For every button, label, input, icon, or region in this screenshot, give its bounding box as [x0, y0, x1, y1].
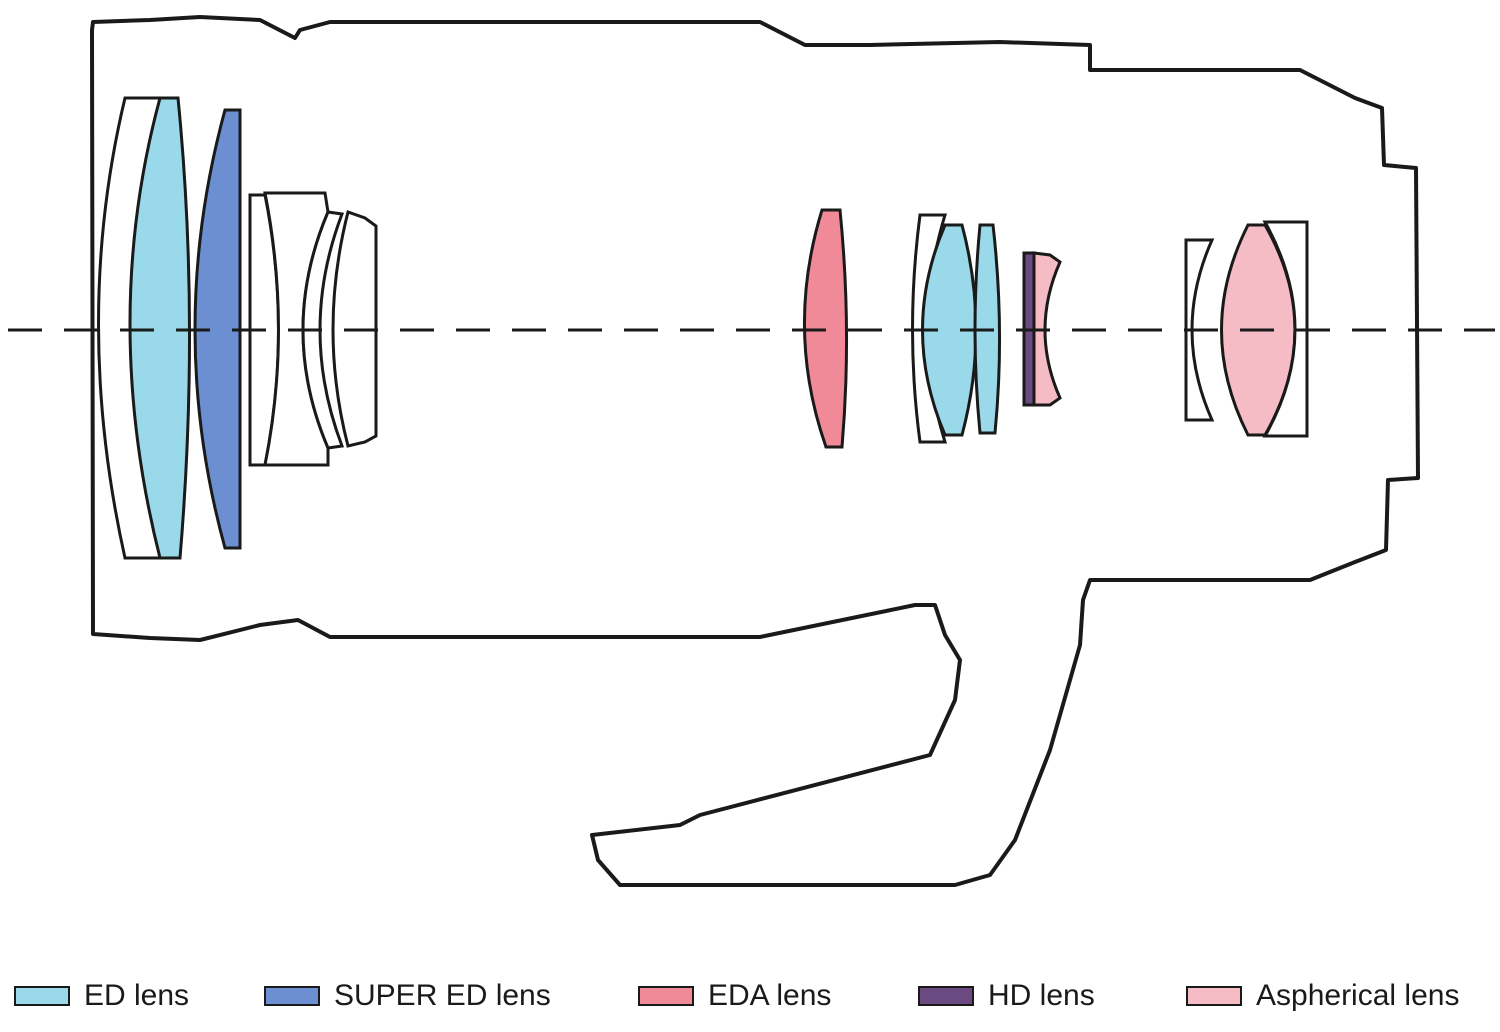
lens-barrel-outline	[90, 15, 1420, 887]
plain-lens-group-6b	[1262, 220, 1309, 438]
ed-lens-1	[128, 96, 192, 560]
plain-lens-group-2c	[301, 210, 345, 450]
legend-item-hd: HD lens	[918, 978, 1095, 1014]
legend-item-eda: EDA lens	[638, 978, 831, 1014]
legend-swatch-ed	[14, 986, 70, 1006]
lens-construction-diagram	[8, 15, 1495, 887]
aspherical-lens-1	[1032, 251, 1062, 407]
super-ed-lens	[193, 108, 242, 550]
legend-label-aspherical: Aspherical lens	[1256, 979, 1460, 1012]
legend-item-ed: ED lens	[14, 978, 189, 1014]
ed-lens-2	[921, 223, 978, 437]
legend-swatch-eda	[638, 986, 694, 1006]
legend: ED lens SUPER ED lens EDA lens HD lens A…	[0, 960, 1500, 1032]
legend-label-hd: HD lens	[988, 979, 1095, 1012]
legend-swatch-hd	[918, 986, 974, 1006]
legend-label-eda: EDA lens	[708, 979, 832, 1012]
plain-lens-group-6	[1184, 238, 1215, 422]
legend-swatch-super-ed	[264, 986, 320, 1006]
legend-label-ed: ED lens	[84, 979, 190, 1012]
legend-item-super-ed: SUPER ED lens	[264, 978, 551, 1014]
legend-item-aspherical: Aspherical lens	[1186, 978, 1459, 1014]
legend-swatch-aspherical	[1186, 986, 1242, 1006]
legend-label-super-ed: SUPER ED lens	[334, 979, 551, 1012]
